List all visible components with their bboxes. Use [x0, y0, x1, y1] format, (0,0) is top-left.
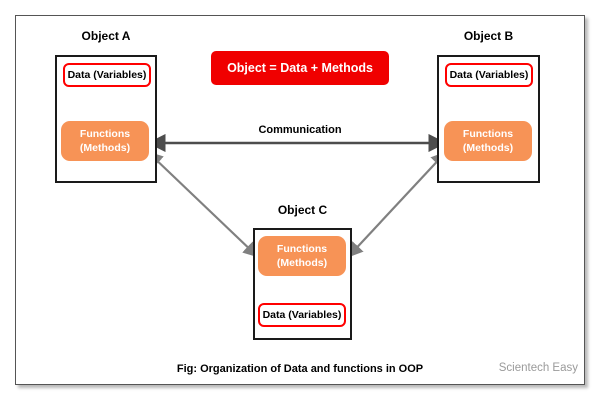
object-a-title: Object A	[81, 29, 131, 43]
object-c-data-label: Data (Variables)	[262, 309, 342, 321]
communication-label: Communication	[258, 124, 342, 136]
object-b-functions-line2: (Methods)	[462, 142, 514, 154]
watermark-text: Scientech Easy	[498, 362, 578, 374]
object-c-functions-box[interactable]: Functions (Methods)	[258, 236, 346, 276]
object-b-title: Object B	[463, 29, 514, 43]
object-b-functions-line1: Functions	[462, 127, 514, 140]
object-a-data-label: Data (Variables)	[67, 69, 147, 81]
object-b-data-box[interactable]: Data (Variables)	[445, 63, 533, 87]
object-a-functions-line1: Functions	[79, 127, 131, 140]
object-c-data-box[interactable]: Data (Variables)	[258, 303, 346, 327]
object-b-data-label: Data (Variables)	[449, 69, 529, 81]
object-a-functions-box[interactable]: Functions (Methods)	[61, 121, 149, 161]
object-c-functions-line2: (Methods)	[276, 257, 328, 269]
object-c-title: Object C	[277, 203, 328, 217]
object-c-functions-line1: Functions	[276, 242, 328, 255]
object-b-functions-box[interactable]: Functions (Methods)	[444, 121, 532, 161]
object-a-data-box[interactable]: Data (Variables)	[63, 63, 151, 87]
object-a-functions-line2: (Methods)	[79, 142, 131, 154]
object-definition-banner: Object = Data + Methods	[211, 51, 389, 85]
figure-caption: Fig: Organization of Data and functions …	[176, 363, 424, 375]
